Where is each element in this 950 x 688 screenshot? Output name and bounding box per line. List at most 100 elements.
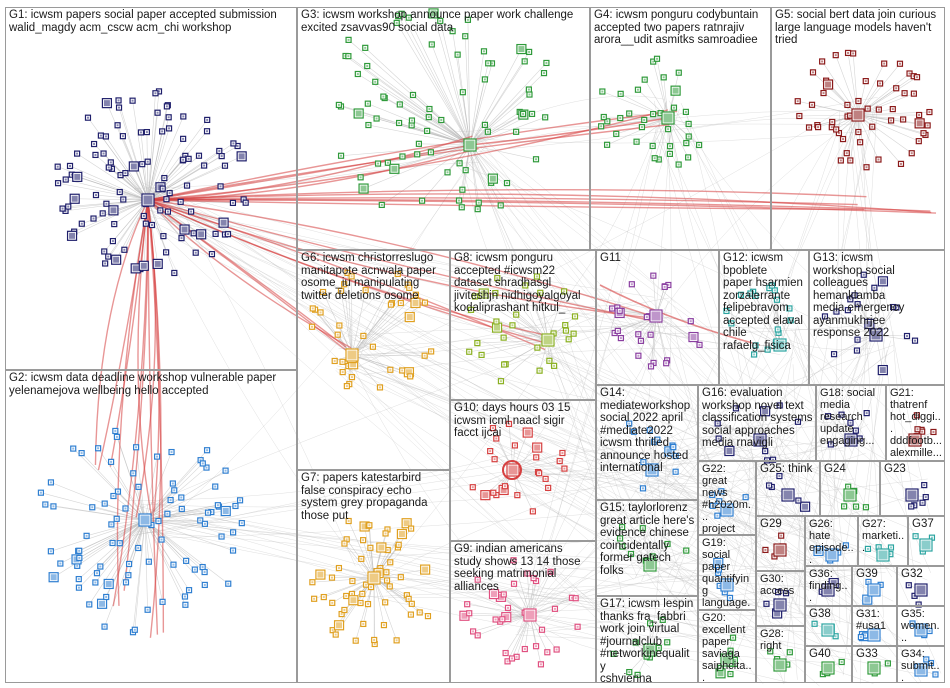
edge-between-groups <box>144 196 767 445</box>
edge-between-groups <box>777 428 877 629</box>
node-g2-fill <box>99 600 106 607</box>
group-panel-g35: G35: women... <box>897 606 945 646</box>
group-panel-g4: G4: icwsm ponguru codybuntain accepted t… <box>590 7 771 250</box>
node-g4-fill <box>601 90 604 93</box>
node-g2-fill <box>99 565 102 568</box>
edge-between-groups <box>780 339 909 435</box>
edge-g1 <box>118 107 149 201</box>
node-g6-fill <box>405 369 412 376</box>
edge-between-groups <box>527 435 843 618</box>
edge-g2 <box>79 519 146 559</box>
node-g3-fill <box>446 171 449 174</box>
node-g4-fill <box>600 125 603 128</box>
edge-between-groups <box>668 119 772 458</box>
edge-g3 <box>469 48 522 146</box>
edge-g2 <box>144 500 241 521</box>
edge-between-groups <box>536 343 906 579</box>
edge-g2 <box>104 519 146 627</box>
node-g5-fill <box>898 62 901 65</box>
node-g3-fill <box>407 16 410 19</box>
edge-between-groups <box>336 365 921 564</box>
node-g5-fill <box>879 82 882 85</box>
node-g4-fill <box>606 143 609 146</box>
edge-g2 <box>144 467 207 521</box>
edge-g3 <box>452 31 471 146</box>
edge-g4 <box>603 116 669 119</box>
edge-between-groups <box>162 509 772 648</box>
edge-g2 <box>144 450 208 521</box>
edge-between-groups <box>383 567 818 619</box>
edge-g2 <box>134 519 146 630</box>
node-g1-fill <box>57 182 60 185</box>
node-g1-fill <box>144 222 147 225</box>
edge-g6 <box>351 273 399 356</box>
edge-between-groups <box>131 441 774 537</box>
edge-g1 <box>106 103 149 201</box>
group-label-g8: G8: icwsm ponguru accepted #icwsm22 data… <box>454 252 581 314</box>
node-g1-fill <box>227 233 230 236</box>
node-g1-fill <box>182 137 185 140</box>
edge-between-groups <box>136 511 708 642</box>
node-g6-fill <box>414 293 417 296</box>
node-g1-fill <box>93 143 96 146</box>
node-g2-fill <box>78 556 81 559</box>
edge-g4 <box>663 77 669 119</box>
node-g5-fill <box>837 132 840 135</box>
node-g1-fill <box>105 202 108 205</box>
node-g2-fill <box>77 578 80 581</box>
node-g1-fill <box>69 232 76 239</box>
edge-between-groups <box>654 567 774 651</box>
node-g3-fill <box>515 130 518 133</box>
group-panel-g37: G37 <box>908 516 945 566</box>
node-g1-fill <box>94 153 97 156</box>
node-g2-fill <box>137 546 140 549</box>
edge-g11 <box>638 315 657 356</box>
edge-g1 <box>147 158 189 201</box>
group-label-g35: G35: women... <box>901 608 940 644</box>
group-label-g32: G32 <box>901 568 923 580</box>
edge-g5 <box>852 53 859 116</box>
edge-between-groups <box>354 362 669 470</box>
edge-between-groups <box>536 305 646 321</box>
node-g1-fill <box>140 262 147 269</box>
node-g2-fill <box>203 583 206 586</box>
edge-between-groups <box>362 575 514 614</box>
node-g5-fill <box>918 114 921 117</box>
group-label-g15: G15: taylorlorenz great article here's e… <box>600 502 695 577</box>
group-panel-g25: G25: think <box>756 461 820 516</box>
edge-between-groups <box>514 489 833 614</box>
edge-between-groups <box>652 307 919 478</box>
node-g5-fill <box>798 115 801 118</box>
group-panel-g1: G1: icwsm papers social paper accepted s… <box>5 7 297 370</box>
edge-g1 <box>105 136 149 201</box>
edge-between-groups <box>156 478 928 539</box>
edge-g3 <box>469 94 530 146</box>
node-g5-fill <box>808 126 811 129</box>
node-g2-fill <box>44 503 47 506</box>
edge-g3 <box>433 13 471 146</box>
edge-g2 <box>144 519 203 568</box>
edge-g8 <box>481 339 549 356</box>
node-g1-fill <box>165 251 168 254</box>
edge-between-groups <box>514 480 665 561</box>
edge-between-groups <box>761 454 798 680</box>
edge-g7 <box>348 520 375 579</box>
edge-g2 <box>45 504 146 521</box>
node-g3-fill <box>482 50 485 53</box>
group-label-g12: G12: icwsm bpoblete paper hsarmien zorza… <box>723 252 803 352</box>
edge-g3 <box>469 79 486 146</box>
node-g3-fill <box>458 162 461 165</box>
edge-g2 <box>96 519 146 574</box>
edge-g8 <box>497 277 549 341</box>
edge-between-groups <box>674 331 736 579</box>
edge-between-groups <box>391 329 565 563</box>
group-panel-g27: G27: marketi... <box>858 516 908 566</box>
node-g3-fill <box>545 61 548 64</box>
edge-g2 <box>95 519 146 583</box>
node-g6-fill <box>362 334 365 337</box>
edge-g3 <box>469 117 546 146</box>
edge-between-groups <box>147 187 634 580</box>
node-g3-fill <box>456 53 459 56</box>
edge-between-groups <box>458 128 637 658</box>
edge-g5 <box>857 114 924 134</box>
